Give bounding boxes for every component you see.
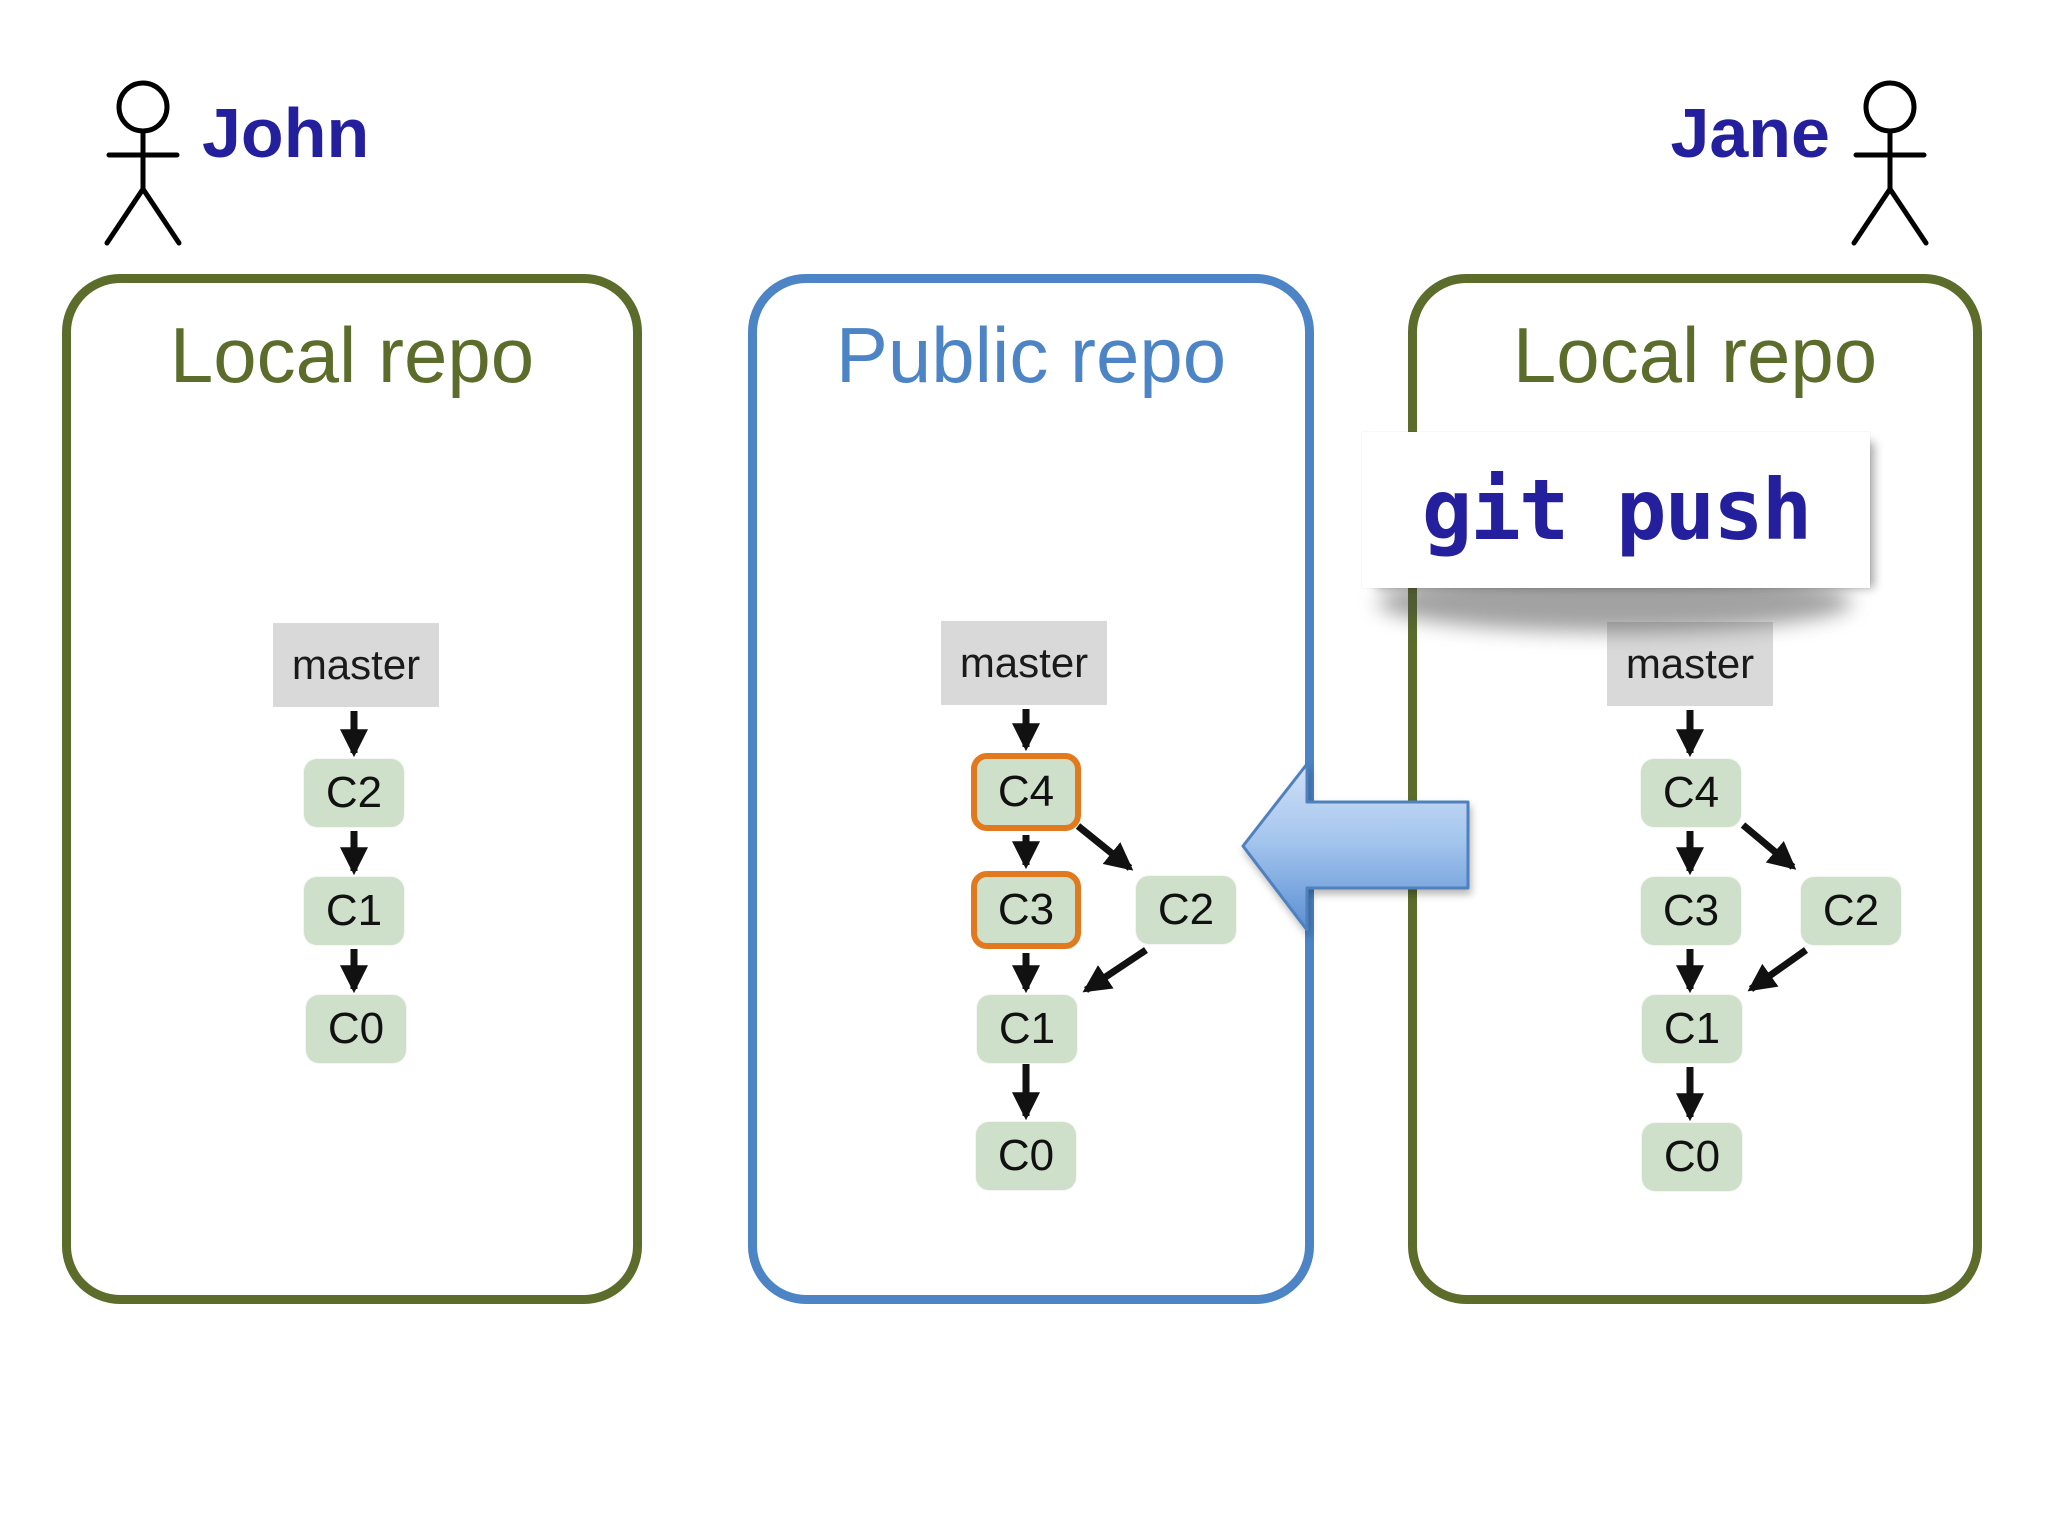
- john-commit-c0: C0: [306, 995, 406, 1063]
- jane-commit-c1: C1: [1642, 995, 1742, 1063]
- public-commit-c1: C1: [977, 995, 1077, 1063]
- public-commit-c4: C4: [971, 753, 1081, 831]
- john-branch-label-master: master: [273, 623, 439, 707]
- public-commit-c0: C0: [976, 1122, 1076, 1190]
- stick-figure-john-icon: [104, 80, 182, 246]
- john-commit-c2: C2: [304, 759, 404, 827]
- public-branch-label-master: master: [941, 621, 1107, 705]
- public-commit-c2: C2: [1136, 876, 1236, 944]
- public-commit-c3: C3: [971, 871, 1081, 949]
- repo-title-public: Public repo: [835, 311, 1227, 399]
- repo-title-john-local: Local repo: [169, 311, 535, 399]
- jane-commit-c4: C4: [1641, 759, 1741, 827]
- stick-figure-jane-icon: [1851, 80, 1929, 246]
- person-name-john: John: [202, 94, 370, 172]
- repo-title-jane-local: Local repo: [1512, 311, 1878, 399]
- jane-commit-c0: C0: [1642, 1123, 1742, 1191]
- command-label: git push: [1421, 461, 1813, 559]
- jane-commit-c2: C2: [1801, 877, 1901, 945]
- jane-commit-c3: C3: [1641, 877, 1741, 945]
- john-commit-c1: C1: [304, 877, 404, 945]
- jane-branch-label-master: master: [1607, 622, 1773, 706]
- command-card: git push: [1362, 432, 1870, 588]
- person-name-jane: Jane: [1670, 94, 1830, 172]
